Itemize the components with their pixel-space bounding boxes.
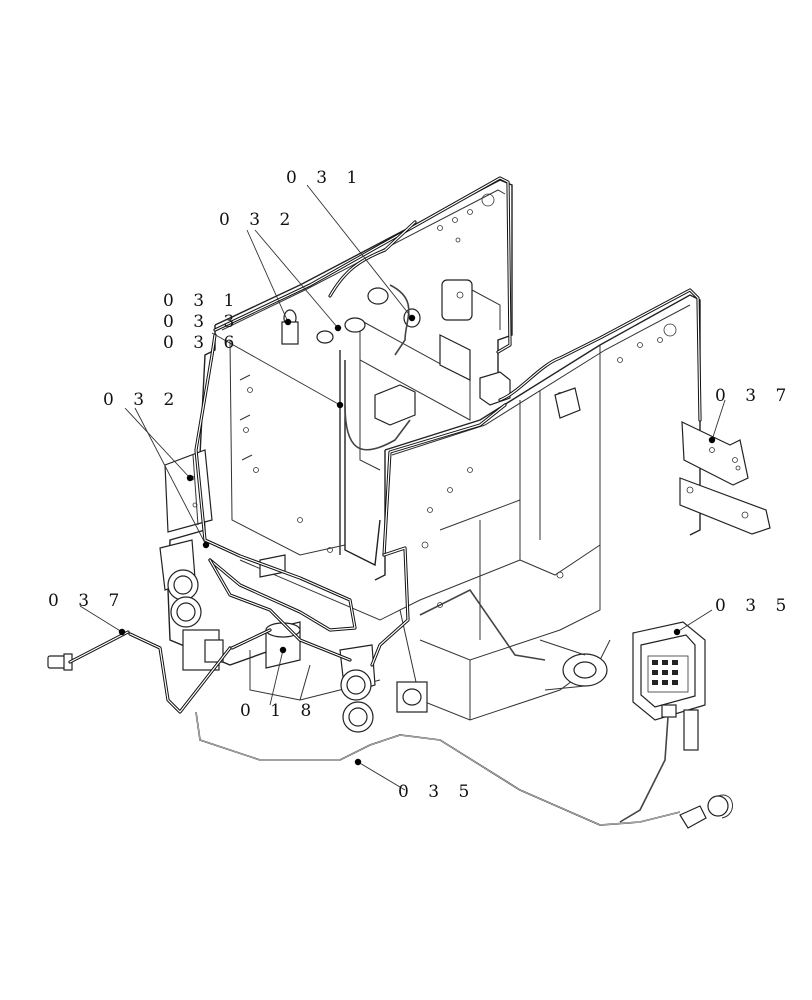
control-monitor — [632, 621, 706, 751]
left-tail-light — [159, 539, 202, 628]
callout-036: 0 3 6 — [163, 333, 241, 353]
right-tail-light — [339, 644, 376, 733]
components — [47, 279, 771, 829]
callout-033: 0 3 3 — [163, 312, 241, 332]
callout-035-right: 0 3 5 — [715, 596, 793, 616]
panel-rivet-holes — [243, 193, 677, 608]
callout-031-top: 0 3 1 — [286, 168, 364, 188]
callout-037-left: 0 3 7 — [48, 591, 126, 611]
callout-labels: 0 3 1 0 3 2 0 3 1 0 3 3 0 3 6 0 3 2 0 3 … — [48, 168, 793, 802]
monitor-cable — [195, 711, 681, 826]
wiring-harness — [68, 176, 702, 714]
leader-lines — [79, 184, 726, 791]
callout-032-left: 0 3 2 — [103, 390, 181, 410]
plug-connector — [47, 653, 73, 671]
callout-035-bottom: 0 3 5 — [398, 782, 476, 802]
callout-031-left: 0 3 1 — [163, 291, 241, 311]
callout-dots — [118, 314, 716, 766]
callout-032-top: 0 3 2 — [219, 210, 297, 230]
callout-037-right: 0 3 7 — [715, 386, 793, 406]
callout-018: 0 1 8 — [240, 701, 318, 721]
